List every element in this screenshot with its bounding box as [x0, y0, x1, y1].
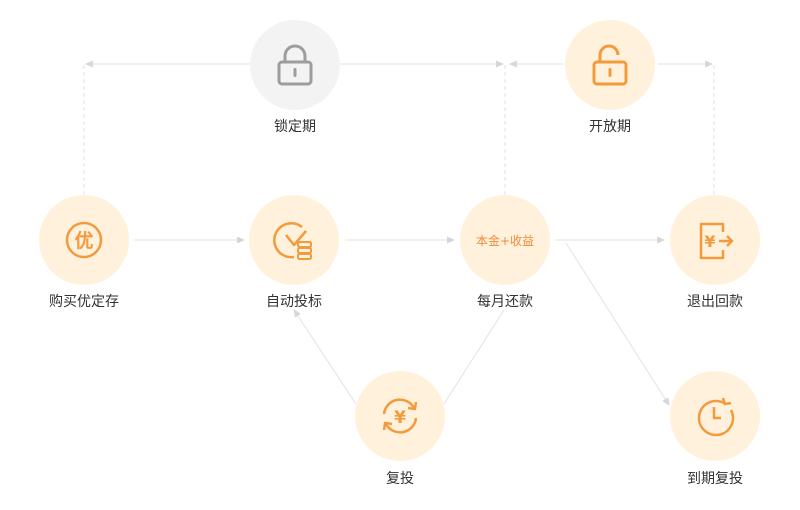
lock-period-node	[250, 20, 340, 110]
principal-plus-interest-text: 本金+收益	[475, 233, 535, 248]
line-repay-to-reinvest	[443, 309, 505, 405]
you-badge-icon: 优	[65, 221, 103, 259]
maturity-reinvest-label: 到期复投	[687, 471, 743, 487]
reinvest-node: ¥	[355, 371, 445, 461]
arrow-repay-to-maturity	[565, 242, 670, 406]
buy-node: 优	[39, 195, 129, 285]
clock-refresh-icon	[697, 397, 735, 437]
monthly-repay-label: 每月还款	[477, 294, 533, 310]
svg-text:优: 优	[74, 229, 93, 252]
maturity-reinvest-node	[670, 371, 760, 461]
svg-text:¥: ¥	[704, 232, 715, 251]
locked-padlock-icon	[277, 44, 313, 86]
open-period-label: 开放期	[589, 119, 631, 135]
yen-exit-document-icon: ¥	[699, 222, 734, 260]
clock-coins-icon	[273, 222, 312, 260]
buy-label: 购买优定存	[49, 294, 119, 310]
open-period-node	[565, 20, 655, 110]
auto-invest-label: 自动投标	[266, 294, 322, 310]
auto-invest-node	[249, 195, 339, 285]
arrow-reinvest-to-auto	[293, 309, 357, 405]
lock-period-label: 锁定期	[274, 119, 316, 135]
exit-refund-label: 退出回款	[687, 294, 743, 310]
yen-cycle-icon: ¥	[382, 398, 418, 434]
unlocked-padlock-icon	[592, 44, 628, 86]
monthly-repay-node: 本金+收益	[460, 195, 550, 285]
reinvest-label: 复投	[386, 471, 414, 487]
svg-text:¥: ¥	[394, 408, 406, 428]
exit-refund-node: ¥	[670, 195, 760, 285]
